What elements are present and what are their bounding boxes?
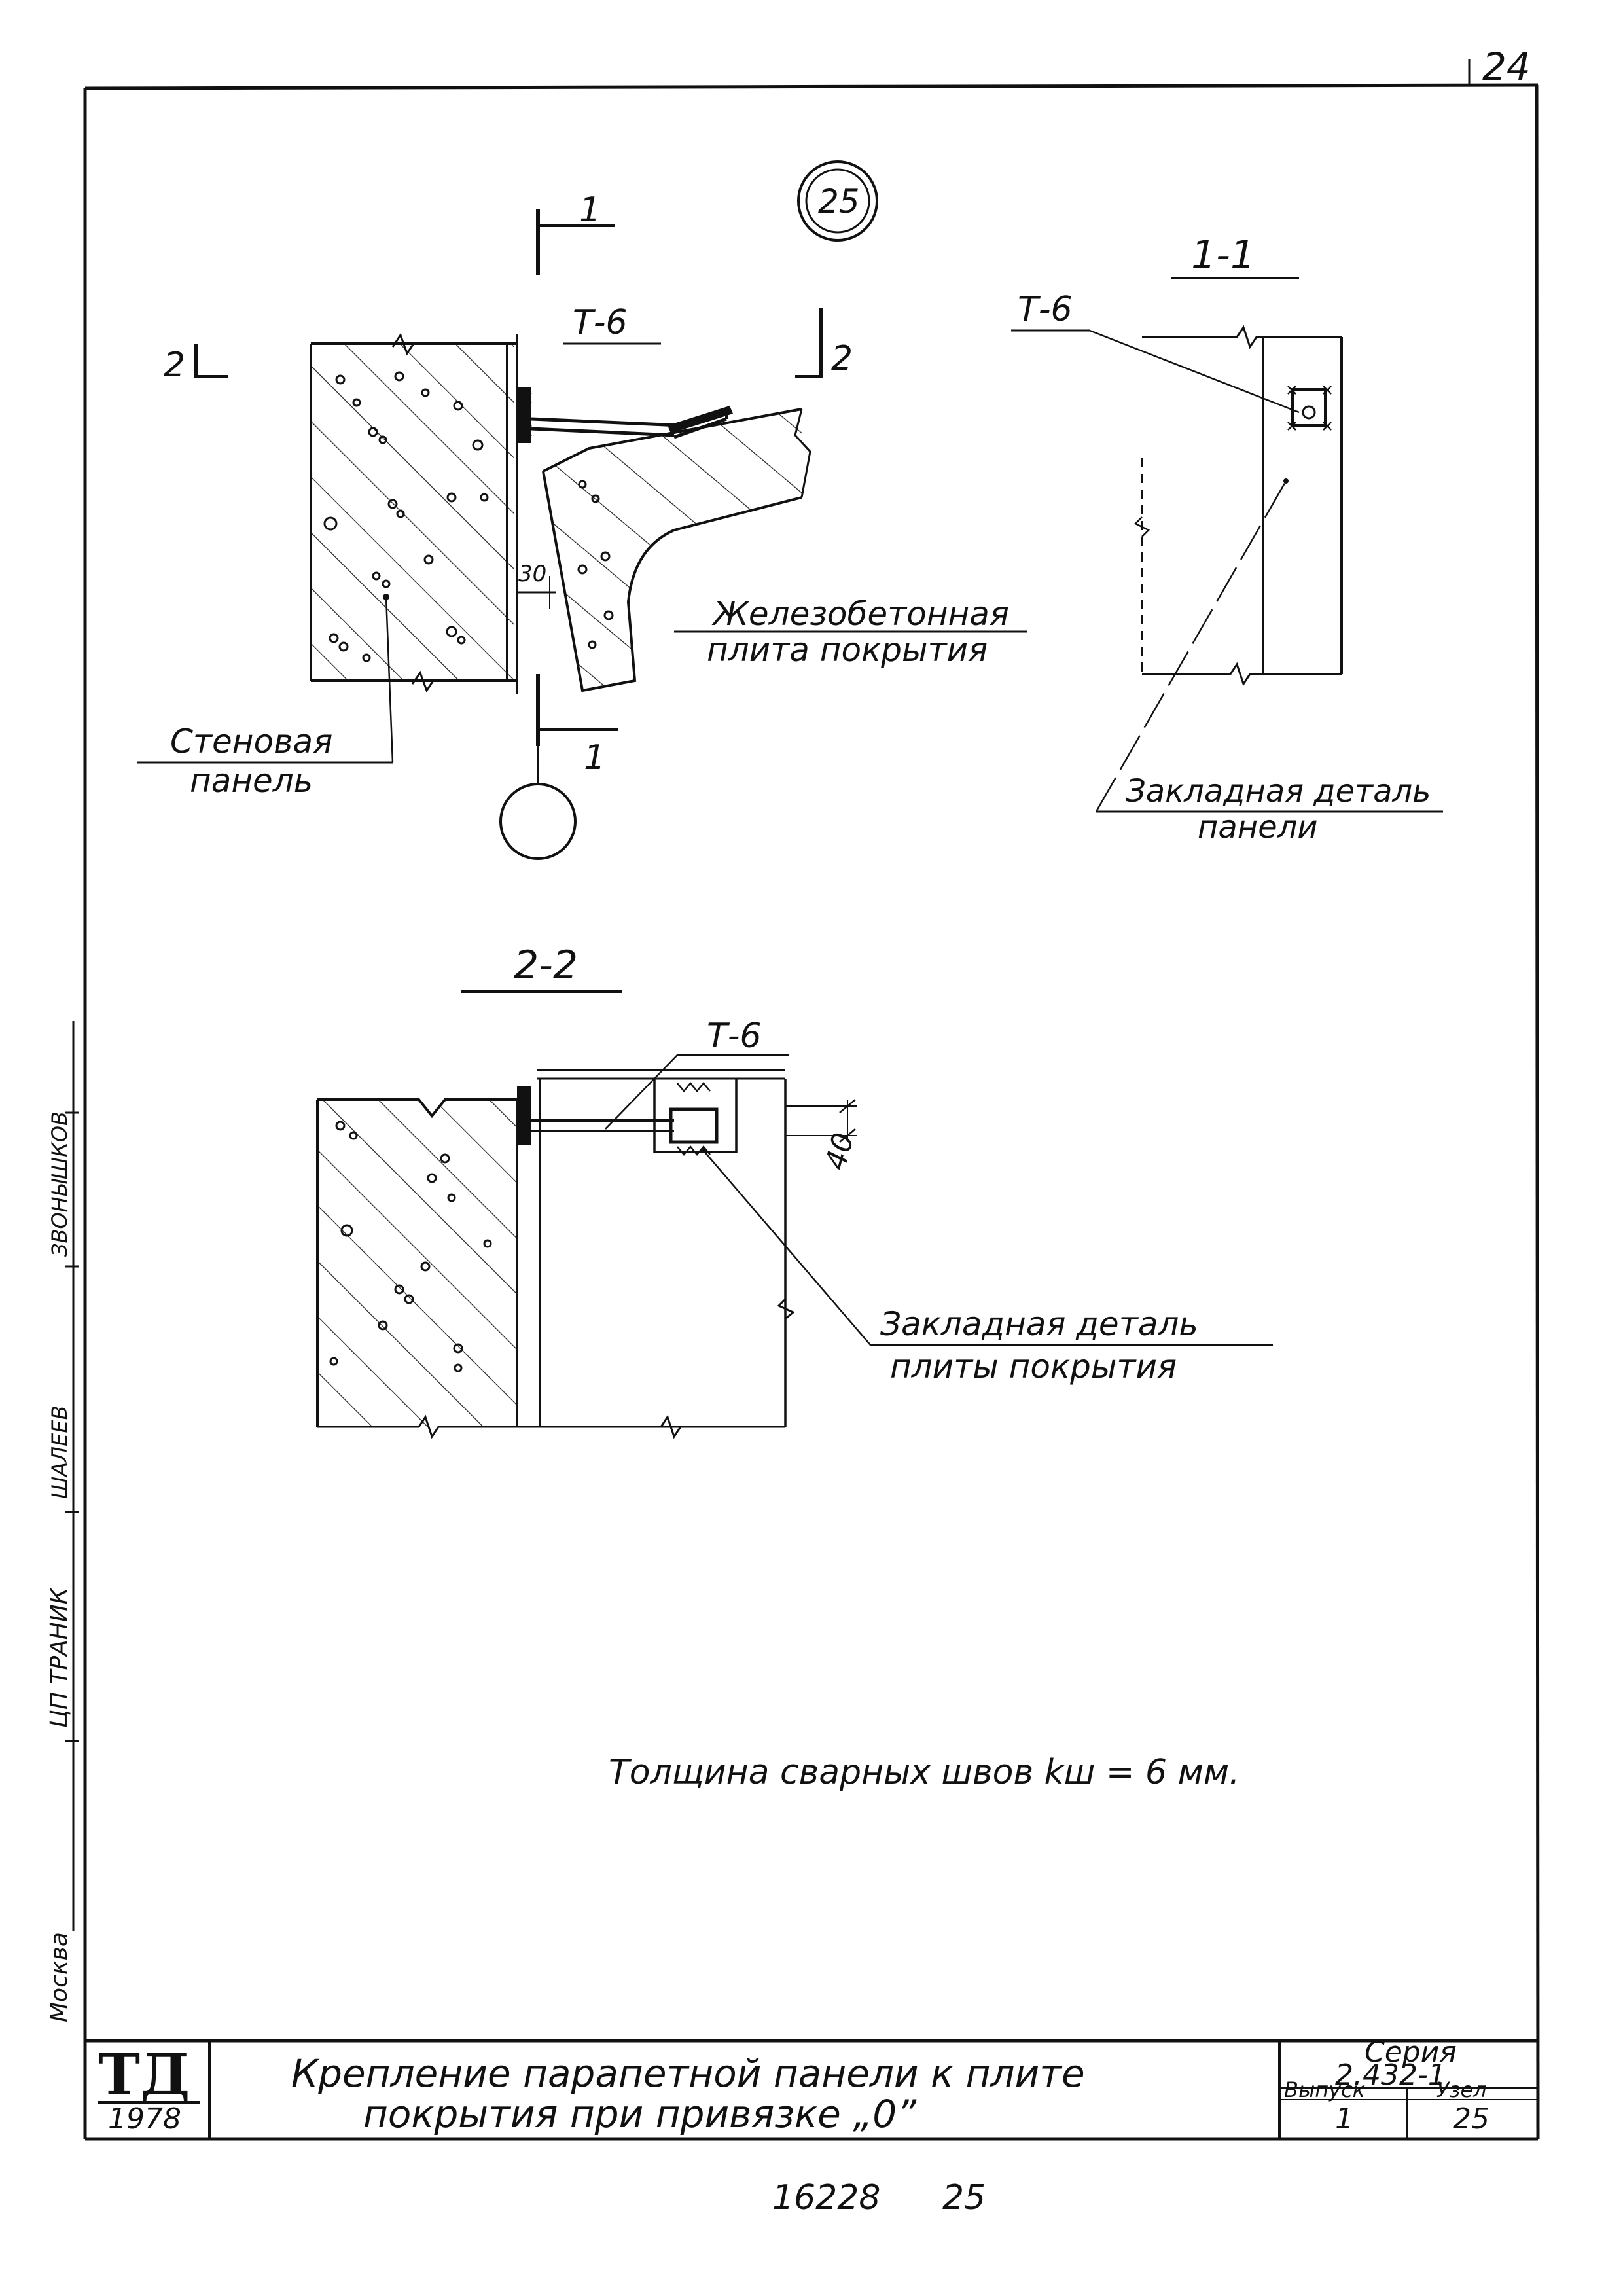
roof-slab — [542, 408, 812, 692]
side-margin: Москва ЦП ТРАНИК ШАЛЕЕВ ЗВОНЫШКОВ — [46, 1021, 79, 2022]
drawing-title-line1: Крепление парапетной панели к плите — [291, 2051, 1085, 2096]
cut-1-top-label: 1 — [579, 190, 601, 230]
node-marker-number: 25 — [818, 183, 860, 221]
embed-panel-line2: панели — [1198, 809, 1318, 846]
t6-main-label: Т-6 — [573, 303, 628, 342]
slab-label-line2: плита покрытия — [707, 631, 988, 669]
cut-1-bottom-label: 1 — [584, 738, 605, 778]
section-1-1-title: 1-1 — [1191, 232, 1255, 278]
section-1-1-embedded — [1291, 388, 1327, 427]
cut-2-right-label: 2 — [831, 339, 853, 378]
dimension-30-label: 30 — [518, 561, 546, 587]
side-text-moskva: Москва — [46, 1932, 73, 2022]
slab-label-line1: Железобетонная — [711, 595, 1009, 633]
issue-value: 1 — [1335, 2102, 1353, 2136]
page-number: 24 — [1482, 45, 1531, 89]
archive-number: 16228 — [772, 2178, 880, 2217]
sheet-frame — [83, 59, 1540, 2141]
dimension-40: 40 — [785, 1099, 861, 1174]
issue-label: Выпуск — [1284, 2077, 1366, 2102]
td-logo: ТД — [98, 2042, 190, 2108]
bottom-page-number: 25 — [942, 2178, 986, 2217]
main-view: 30 1 1 2 2 Т-6 Железобетонная плита покр… — [137, 190, 1027, 860]
node-value: 25 — [1453, 2102, 1489, 2136]
embed-slab-line2: плиты покрытия — [890, 1348, 1177, 1386]
dimension-30: 30 — [517, 561, 556, 609]
side-text-name-1: ШАЛЕЕВ — [47, 1405, 72, 1499]
title-block: ТД 1978 Крепление парапетной панели к пл… — [85, 2036, 1538, 2139]
section-1-1: 1-1 Т-6 Закладная деталь панели — [1011, 232, 1443, 846]
section-2-2: 2-2 — [316, 942, 1273, 1439]
reference-circle — [499, 783, 577, 860]
section-cut-1: 1 1 — [536, 190, 618, 785]
embed-slab-line1: Закладная деталь — [880, 1305, 1198, 1343]
side-text-name-2: ЗВОНЫШКОВ — [47, 1111, 72, 1257]
t6-section-2-label: Т-6 — [707, 1016, 762, 1056]
side-text-org: ЦП ТРАНИК — [46, 1587, 73, 1728]
wall-label-line1: Стеновая — [170, 723, 332, 761]
embed-panel-line1: Закладная деталь — [1126, 773, 1431, 810]
cut-2-left-label: 2 — [164, 346, 185, 385]
section-cut-2: 2 2 — [164, 308, 853, 385]
node-label: Узел — [1436, 2077, 1487, 2102]
wall-label-line2: панель — [190, 762, 313, 800]
t6-section-1-label: Т-6 — [1018, 290, 1073, 329]
wall-panel — [310, 332, 518, 694]
series-value: 2.432-1 — [1335, 2058, 1446, 2092]
series-label: Серия — [1364, 2036, 1457, 2069]
title-block-year: 1978 — [108, 2102, 181, 2136]
weld-thickness-note: Толщина сварных швов kш = 6 мм. — [609, 1753, 1240, 1792]
section-2-2-title: 2-2 — [514, 942, 578, 988]
drawing-title-line2: покрытия при привязке „0” — [363, 2092, 917, 2136]
node-marker: 25 — [797, 160, 878, 242]
slab-embedded-plate — [668, 406, 733, 433]
